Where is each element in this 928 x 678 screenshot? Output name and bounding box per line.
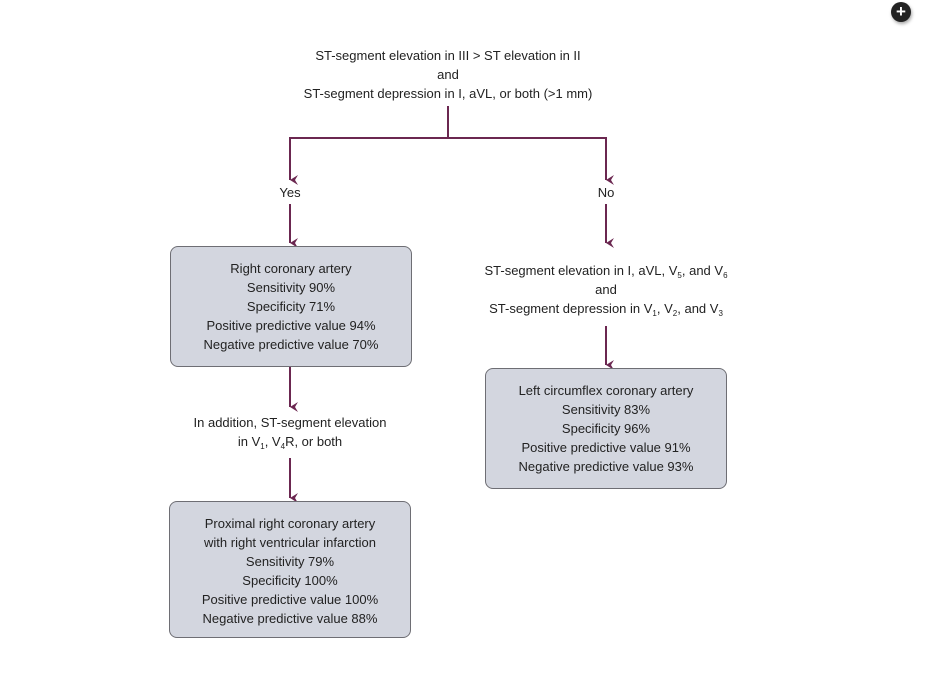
text: , and V: [677, 301, 719, 316]
rca-sensitivity: Sensitivity 90%: [246, 280, 336, 295]
no-criteria-line-3: ST-segment depression in V1, V2, and V3: [436, 299, 776, 318]
text: ST-segment depression in V: [489, 301, 653, 316]
subscript: 5: [677, 271, 682, 280]
root-line-1: ST-segment elevation in III > ST elevati…: [315, 48, 581, 63]
subscript: 6: [723, 271, 728, 280]
proximal-sensitivity: Sensitivity 79%: [245, 554, 335, 569]
subscript: 1: [652, 309, 657, 318]
root-line-2: and: [437, 67, 459, 82]
no-criteria-line-2: and: [595, 282, 617, 297]
proximal-npv: Negative predictive value 88%: [202, 611, 378, 626]
text: , V: [264, 434, 281, 449]
plus-circle-icon[interactable]: +: [891, 2, 911, 22]
lcx-specificity: Specificity 96%: [561, 421, 651, 436]
lcx-title: Left circumflex coronary artery: [518, 383, 694, 398]
rca-title: Right coronary artery: [230, 261, 352, 276]
text: ST-segment elevation in I, aVL, V: [484, 263, 678, 278]
addition-line-1: In addition, ST-segment elevation: [193, 415, 387, 430]
proximal-title-1: Proximal right coronary artery: [204, 516, 376, 531]
proximal-rca-box: Proximal right coronary artery with righ…: [169, 501, 411, 638]
text: , and V: [681, 263, 724, 278]
no-branch-criteria: ST-segment elevation in I, aVL, V5, and …: [436, 261, 776, 318]
proximal-ppv: Positive predictive value 100%: [201, 592, 379, 607]
subscript: 2: [672, 309, 678, 318]
subscript: 3: [718, 309, 723, 318]
rca-ppv: Positive predictive value 94%: [206, 318, 376, 333]
rca-npv: Negative predictive value 70%: [203, 337, 379, 352]
subscript: 1: [260, 442, 265, 451]
rca-specificity: Specificity 71%: [246, 299, 336, 314]
addition-line-2: in V1, V4R, or both: [140, 432, 440, 451]
addition-criteria: In addition, ST-segment elevation in V1,…: [140, 413, 440, 451]
text: R, or both: [285, 434, 343, 449]
text: in V: [237, 434, 261, 449]
root-criteria: ST-segment elevation in III > ST elevati…: [248, 46, 648, 103]
no-label: No: [597, 185, 615, 200]
proximal-specificity: Specificity 100%: [242, 573, 338, 588]
lcx-sensitivity: Sensitivity 83%: [561, 402, 651, 417]
rca-box: Right coronary artery Sensitivity 90% Sp…: [170, 246, 412, 367]
no-criteria-line-1: ST-segment elevation in I, aVL, V5, and …: [436, 261, 776, 280]
lcx-npv: Negative predictive value 93%: [518, 459, 694, 474]
root-line-3: ST-segment depression in I, aVL, or both…: [303, 86, 593, 101]
yes-label: Yes: [279, 185, 301, 200]
lcx-box: Left circumflex coronary artery Sensitiv…: [485, 368, 727, 489]
proximal-title-2: with right ventricular infarction: [204, 535, 376, 550]
lcx-ppv: Positive predictive value 91%: [521, 440, 691, 455]
subscript: 4: [280, 442, 286, 451]
text: , V: [656, 301, 673, 316]
